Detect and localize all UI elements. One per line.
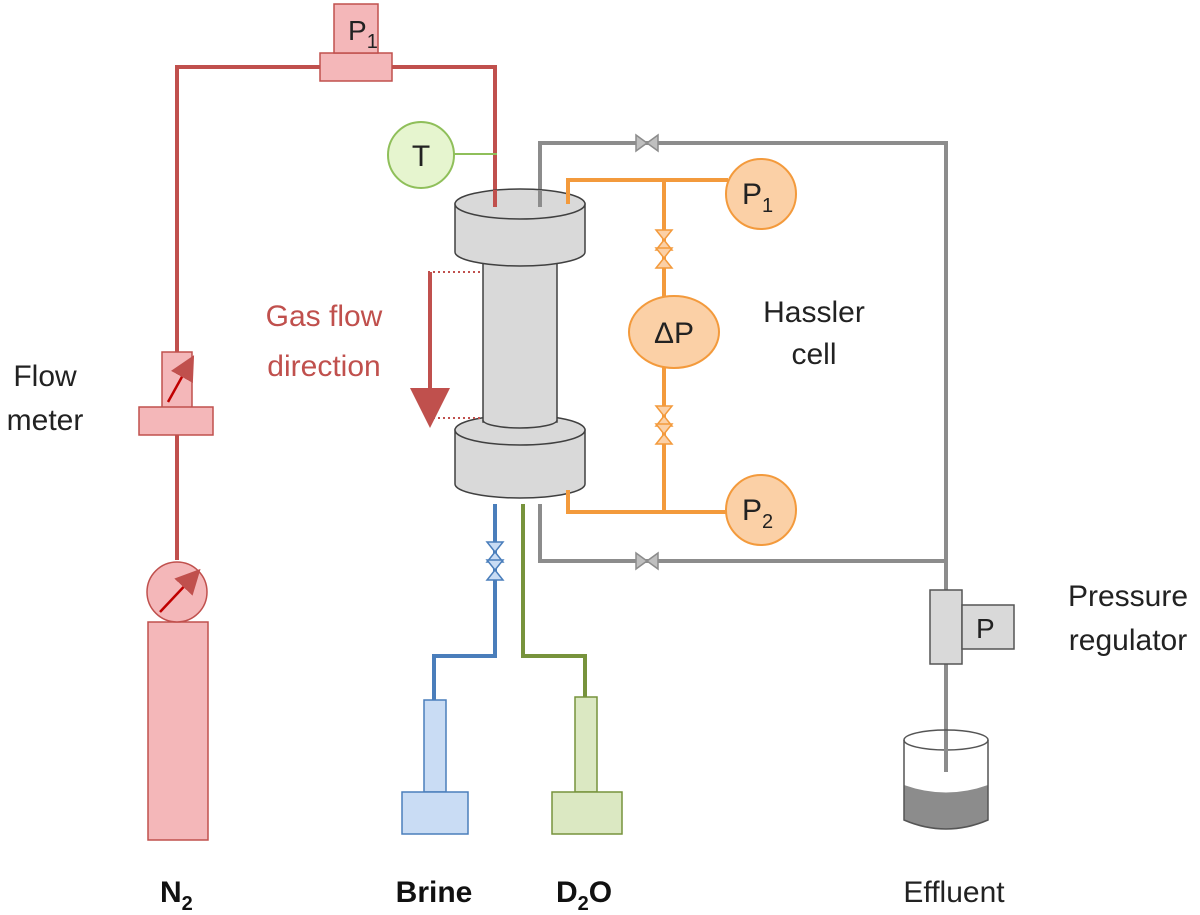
n2-label: N2 xyxy=(160,876,193,915)
gas-flow-label-line1: Gas flow xyxy=(266,300,383,333)
lower-pressure-pipe xyxy=(566,490,728,514)
top-cap-body xyxy=(454,203,586,267)
flow-meter-top xyxy=(161,351,193,409)
p1-right-gauge-label: P1 xyxy=(742,178,773,217)
hassler-cell-label-line2: cell xyxy=(791,338,836,371)
bottom-cap-body xyxy=(454,429,586,499)
n2-gauge-needle xyxy=(159,568,201,613)
flow-meter-needle xyxy=(166,355,195,403)
upper-dp-valve-icon-2 xyxy=(654,247,674,269)
effluent-beaker xyxy=(903,740,989,830)
core-sleeve-bottom xyxy=(482,419,558,429)
brine-pump-column xyxy=(423,699,447,793)
p1-top-gauge-head xyxy=(333,3,379,54)
upper-pressure-pipe xyxy=(566,178,728,204)
top-cap-top xyxy=(454,188,586,220)
dp-gauge-label: ΔP xyxy=(654,317,694,350)
lower-dp-valve-icon-2 xyxy=(654,423,674,445)
temperature-gauge-label: T xyxy=(412,140,430,173)
brine-line-group xyxy=(401,504,505,835)
temperature-sensor-group: T xyxy=(387,121,497,189)
gas-flow-label-line2: direction xyxy=(267,350,380,383)
dp-gauge xyxy=(628,295,720,369)
top-bypass-valve-icon xyxy=(635,133,659,153)
pressure-regulator-body xyxy=(929,589,963,665)
p1-right-gauge xyxy=(725,158,797,230)
effluent-liquid xyxy=(904,785,988,829)
p2-right-gauge-label: P2 xyxy=(742,494,773,533)
flow-meter-label-line1: Flow xyxy=(13,360,77,393)
hassler-cell xyxy=(454,188,586,499)
pressure-regulator-label-line2: regulator xyxy=(1069,624,1187,657)
effluent-label: Effluent xyxy=(903,876,1005,909)
d2o-pump-base xyxy=(551,791,623,835)
pressure-regulator-gauge-label: P xyxy=(976,613,995,644)
top-bypass-pipe xyxy=(538,141,948,590)
flow-meter-base xyxy=(138,406,214,436)
hassler-cell-label-line1: Hassler xyxy=(763,296,865,329)
bottom-outlet-valve-icon xyxy=(635,551,659,571)
d2o-pump-column xyxy=(574,696,598,793)
flow-meter-label-line2: meter xyxy=(7,404,84,437)
p2-right-gauge xyxy=(725,474,797,546)
pressure-manifold-group: ΔP P1 P2 xyxy=(566,158,797,546)
d2o-line-group xyxy=(521,504,623,835)
d2o-pipe xyxy=(521,504,587,700)
p1-top-gauge-label: P1 xyxy=(348,15,378,53)
d2o-label: D2O xyxy=(556,876,612,915)
brine-pump-base xyxy=(401,791,469,835)
p1-top-gauge-base xyxy=(319,52,393,82)
pressure-regulator-head xyxy=(961,604,1015,650)
lower-dp-valve-icon xyxy=(654,405,674,427)
brine-valve-icon-2 xyxy=(485,559,505,581)
temperature-gauge xyxy=(387,121,455,189)
brine-valve-icon xyxy=(485,541,505,563)
pressure-regulator-label-line1: Pressure xyxy=(1068,580,1188,613)
effluent-line-group: P xyxy=(538,133,1015,830)
gas-line-group: P1 xyxy=(138,3,497,841)
gas-flow-direction: Gas flow direction xyxy=(266,271,483,428)
brine-label: Brine xyxy=(396,876,473,909)
core-sleeve xyxy=(482,261,558,423)
brine-pipe xyxy=(432,504,497,700)
bottom-outlet-pipe xyxy=(538,504,946,563)
n2-regulator-gauge xyxy=(146,561,208,623)
upper-dp-valve-icon xyxy=(654,229,674,251)
n2-cylinder xyxy=(147,621,209,841)
